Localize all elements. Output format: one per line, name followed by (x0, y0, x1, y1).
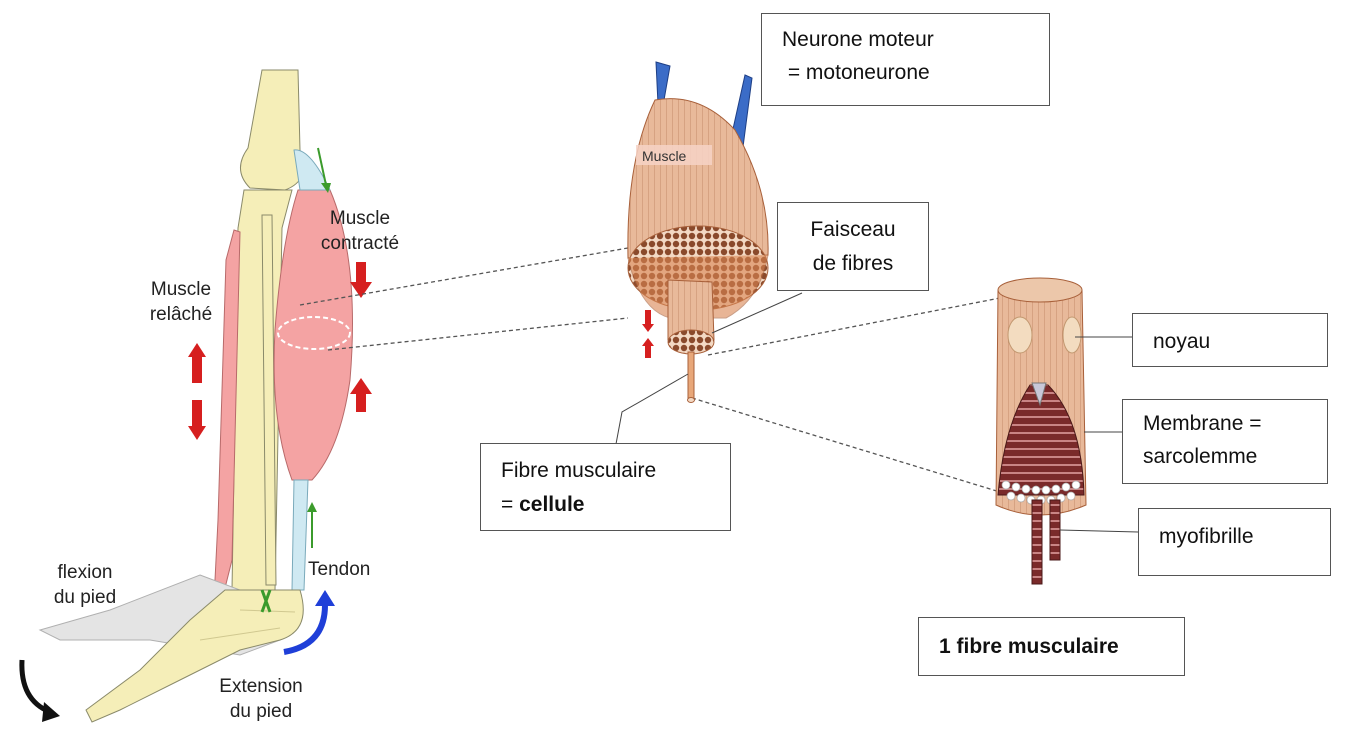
nucleus (1007, 316, 1033, 354)
femur-bone (240, 69, 305, 191)
box-faisceau: Faisceau de fibres (777, 202, 929, 291)
label-flexion: flexion du pied (53, 562, 117, 608)
muscle-bundle-illustration (627, 61, 769, 403)
leader-lines (615, 292, 1139, 533)
label-extension: Extension du pied (219, 676, 303, 722)
box-title-fibre: 1 fibre musculaire (918, 617, 1185, 676)
achilles-tendon (291, 479, 309, 591)
cross-section-ellipse (277, 316, 351, 350)
dashed-connectors (299, 247, 1001, 493)
muscle-body (627, 98, 769, 259)
label-tendon: Tendon (308, 559, 371, 580)
box-fibre-musculaire: Fibre musculaire = cellule (480, 443, 731, 531)
label-muscle-contracte: Muscle contracté (320, 208, 400, 254)
single-fiber (687, 351, 695, 399)
contracted-muscle (273, 189, 353, 481)
label-muscle-relache: Muscle relâché (149, 279, 213, 325)
leg-arrows (19, 147, 372, 722)
muscle-fiber-illustration (995, 277, 1087, 585)
box-membrane: Membrane = sarcolemme (1122, 399, 1328, 484)
myofibril-bundle (997, 384, 1085, 496)
foot-extended (85, 589, 304, 723)
box-neurone-moteur: Neurone moteur = motoneurone (761, 13, 1050, 106)
label-muscle-tag: Muscle (642, 148, 687, 164)
box-noyau: noyau (1132, 313, 1328, 367)
fibula-bone (261, 214, 277, 586)
box-myofibrille: myofibrille (1138, 508, 1331, 576)
leg-illustration (38, 69, 353, 723)
